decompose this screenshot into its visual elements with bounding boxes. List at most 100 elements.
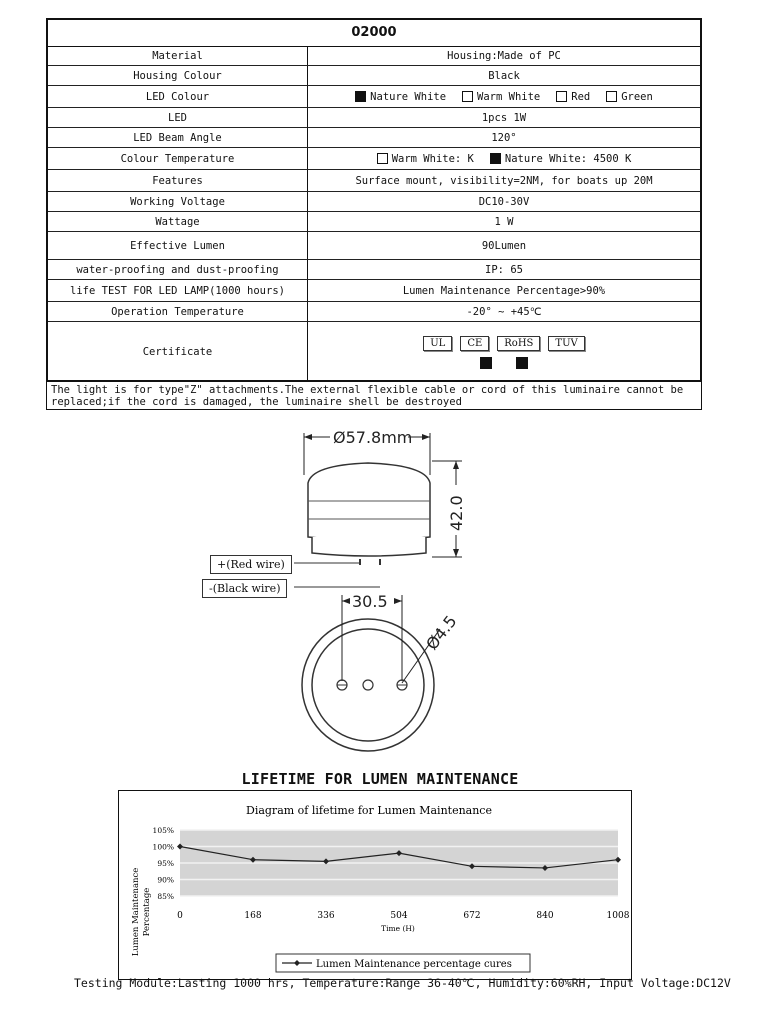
hole-spacing-label: 30.5 xyxy=(352,592,388,611)
cert-badge: CE xyxy=(460,335,490,351)
spec-label: Certificate xyxy=(48,322,308,382)
lifetime-title: LIFETIME FOR LUMEN MAINTENANCE xyxy=(241,770,519,788)
spec-label: Housing Colour xyxy=(48,66,308,85)
x-tick-label: 1008 xyxy=(607,911,630,921)
spec-row: life TEST FOR LED LAMP(1000 hours) Lumen … xyxy=(48,280,700,302)
spec-label: Effective Lumen xyxy=(48,232,308,259)
data-point xyxy=(177,843,183,850)
spec-row: Colour Temperature Warm White: K Nature Wh… xyxy=(48,148,700,170)
spec-label: LED Beam Angle xyxy=(48,128,308,147)
spec-option: Green xyxy=(606,91,653,103)
spec-value: UL CE RoHS TUV xyxy=(308,322,700,382)
x-tick-label: 672 xyxy=(463,911,480,921)
checked-box-icon xyxy=(355,91,367,102)
spec-value: Black xyxy=(488,69,520,82)
hole-diameter-label: Ø4.5 xyxy=(422,612,460,654)
spec-row: Features Surface mount, visibility=2NM, f… xyxy=(48,170,700,192)
chart-title: Diagram of lifetime for Lumen Maintenanc… xyxy=(246,804,492,817)
spec-value: DC10-30V xyxy=(478,195,530,208)
spec-label: Operation Temperature xyxy=(48,302,308,321)
red-wire-label: +(Red wire) xyxy=(210,555,292,574)
spec-value: Housing:Made of PC xyxy=(447,49,561,62)
chart-legend: Lumen Maintenance percentage cures xyxy=(275,953,531,973)
spec-row: Certificate UL CE RoHS TUV xyxy=(48,322,700,382)
spec-row: Working Voltage DC10-30V xyxy=(48,192,700,212)
spec-label: Material xyxy=(48,46,308,65)
x-tick-label: 504 xyxy=(390,911,407,921)
spec-label: Wattage xyxy=(48,212,308,231)
cert-marks xyxy=(479,356,528,369)
dimension-drawing: Ø57.8mm 42.0 30.5 xyxy=(190,425,490,765)
spec-option-text: Green xyxy=(621,90,653,103)
chart-grid xyxy=(180,829,618,897)
chart-ylabel: Lumen MaintenancePercentage xyxy=(131,868,152,957)
spec-note: The light is for type"Z" attachments.The… xyxy=(46,382,702,410)
data-point xyxy=(615,856,621,863)
legend-label: Lumen Maintenance percentage cures xyxy=(316,959,512,970)
data-point xyxy=(469,863,475,870)
lumen-chart: Diagram of lifetime for Lumen Maintenanc… xyxy=(131,804,630,973)
spec-value: Nature White Warm White Red Green xyxy=(308,86,700,107)
spec-rows: Material Housing:Made of PC Housing Colour… xyxy=(48,46,700,382)
cert-list: UL CE RoHS TUV xyxy=(423,335,585,351)
x-tick-label: 336 xyxy=(317,911,334,921)
spec-row: LED 1pcs 1W xyxy=(48,108,700,128)
cert-badge: UL xyxy=(423,335,453,351)
spec-option-text: Red xyxy=(571,90,591,103)
legend-box xyxy=(275,953,531,973)
x-tick-label: 0 xyxy=(177,911,183,921)
diameter-label: Ø57.8mm xyxy=(333,428,412,447)
spec-label: Colour Temperature xyxy=(48,148,308,169)
spec-row: Operation Temperature -20° ~ +45℃ xyxy=(48,302,700,322)
cert-badge: RoHS xyxy=(497,335,541,351)
spec-value: Surface mount, visibility=2NM, for boats… xyxy=(355,174,653,187)
testing-conditions: Testing Module:Lasting 1000 hrs, Tempera… xyxy=(74,976,731,990)
spec-title: 02000 xyxy=(48,20,700,47)
chart-xlabel: Time (H) xyxy=(381,924,415,933)
lamp-drawing: Ø57.8mm 42.0 30.5 xyxy=(294,427,466,752)
spec-row: Housing Colour Black xyxy=(48,66,700,86)
spec-option: Nature White xyxy=(355,91,446,103)
x-tick-label: 168 xyxy=(244,911,261,921)
checked-box-icon xyxy=(489,153,501,164)
spec-row: Material Housing:Made of PC xyxy=(48,46,700,66)
cert-badge: TUV xyxy=(548,335,585,351)
spec-label: LED xyxy=(48,108,308,127)
black-wire-label: -(Black wire) xyxy=(202,579,288,598)
spec-option-text: Nature White xyxy=(370,90,447,103)
spec-value: -20° ~ +45℃ xyxy=(466,305,542,318)
chart-series xyxy=(177,843,621,871)
spec-label: Working Voltage xyxy=(48,192,308,211)
spec-value: Warm White: K Nature White: 4500 K xyxy=(308,148,700,169)
y-tick-label: 90% xyxy=(157,876,174,885)
data-point xyxy=(396,850,402,857)
spec-option: Warm White xyxy=(462,91,540,103)
spec-option: Warm White: K xyxy=(376,152,474,165)
spec-label: Features xyxy=(48,170,308,191)
spec-value: 1pcs 1W xyxy=(481,111,527,124)
spec-row: LED Beam Angle 120° xyxy=(48,128,700,148)
filled-square-icon xyxy=(515,356,528,369)
spec-value: Lumen Maintenance Percentage>90% xyxy=(402,284,606,297)
spec-option-text: Warm White xyxy=(477,90,541,103)
center-hole xyxy=(362,679,374,691)
cert-group: UL CE RoHS TUV xyxy=(423,335,585,369)
spec-option-text: Warm White: K xyxy=(391,152,474,165)
spec-option: Red xyxy=(556,91,590,103)
unchecked-box-icon xyxy=(556,91,568,102)
spec-row: Effective Lumen 90Lumen xyxy=(48,232,700,260)
height-label: 42.0 xyxy=(447,495,466,531)
spec-value: 90Lumen xyxy=(481,239,527,252)
spec-label: life TEST FOR LED LAMP(1000 hours) xyxy=(48,280,308,301)
unchecked-box-icon xyxy=(606,91,618,102)
spec-table: 02000 Material Housing:Made of PC Housing … xyxy=(46,18,702,382)
chart-y-ticks: 105%100%95%90%85% xyxy=(153,826,174,901)
legend-marker xyxy=(294,960,300,966)
spec-value: 120° xyxy=(491,131,517,144)
spec-option-text: Nature White: 4500 K xyxy=(504,152,632,165)
spec-option: Nature White: 4500 K xyxy=(489,152,632,165)
